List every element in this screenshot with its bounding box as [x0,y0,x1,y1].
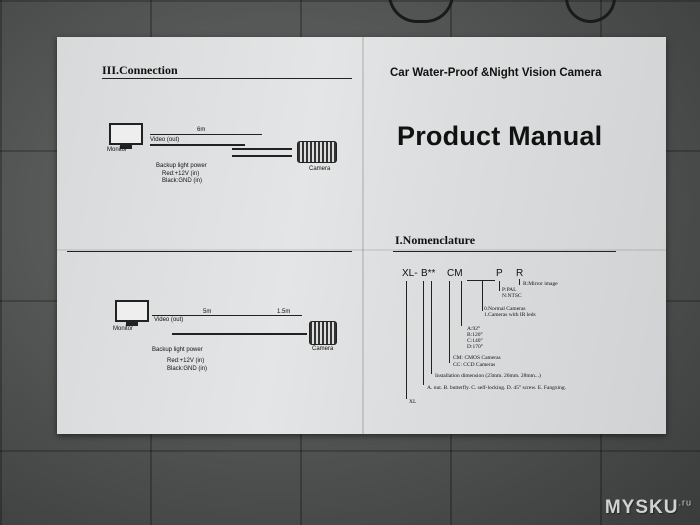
tree-line [431,281,432,374]
backup-power-label: Backup light power [152,347,203,353]
product-subtitle: Car Water-Proof &Night Vision Camera [390,67,602,79]
length-marker [150,134,262,135]
cable-length-label: 1.5m [277,309,291,315]
video-out-label: Video (out) [150,137,180,143]
length-marker [152,315,302,316]
tree-line [499,281,500,291]
tree-line [461,281,462,326]
ir-entry: 1.Cameras with IR leds [484,312,536,318]
video-out-label: Video (out) [154,317,184,323]
cable-length-label: 5m [203,309,212,315]
tree-line [449,281,450,363]
monitor-icon [115,300,149,326]
angle-c-entry: C:140° [467,338,483,344]
code-mount: B** [421,268,436,279]
cable-length-label: 6m [197,127,206,133]
angle-a-entry: A:92° [467,326,481,332]
normal-entry: 0.Normal Cameras [484,306,526,312]
mirror-entry: R:Mirror image [523,281,558,287]
tree-line [423,281,424,385]
manual-sheet: III.Connection Monitor Video (out) 6m Ca… [57,37,666,434]
ntsc-entry: N:NTSC [502,293,522,299]
camera-label: Camera [309,166,331,172]
power-cable [232,155,292,157]
nomenclature-section-title: I.Nomenclature [395,233,476,247]
installation-entry: Installation dimension (23mm. 26mm. 28mm… [435,373,541,379]
pal-entry: P:PAL [502,287,517,293]
angle-d-entry: D:170° [467,344,483,350]
code-prefix: XL- [402,268,418,279]
cmos-entry: CM: CMOS Cameras [453,355,501,361]
code-system: P [496,268,503,279]
power-cable [232,148,292,150]
red-wire-label: Red:+12V (in) [167,358,205,364]
camera-icon [309,321,337,345]
video-cable [172,333,307,335]
tree-line [519,279,520,285]
ccd-entry: CC: CCD Cameras [453,362,496,368]
angle-b-entry: B:120° [467,332,483,338]
fold-line-vertical [362,37,364,434]
connection-section-title: III.Connection [102,63,178,77]
xl-entry: XL [409,399,417,405]
camera-label: Camera [312,346,334,352]
product-title: Product Manual [397,121,603,151]
fold-line-horizontal [57,249,666,251]
tree-line [482,281,483,311]
mount-types-entry: A. nut. B. butterfly. C. self-locking. D… [427,385,566,391]
backup-power-label: Backup light power [156,163,207,169]
section-rule [67,251,352,252]
tree-line [406,281,407,399]
camera-icon [297,141,337,163]
site-watermark: MYSKU.ru [605,497,692,519]
black-wire-label: Black:GND (in) [167,366,208,372]
code-mirror: R [516,268,524,279]
monitor-label: Monitor [107,147,128,153]
monitor-icon [109,123,143,149]
video-cable [150,144,245,146]
section-rule [393,251,616,252]
watermark-brand: MYSKU [604,497,679,518]
red-wire-label: Red:+12V (in) [162,171,200,177]
section-rule [102,78,352,79]
code-underline [467,280,495,281]
black-wire-label: Black:GND (in) [162,178,203,184]
monitor-label: Monitor [113,326,134,332]
watermark-tld: .ru [678,497,692,508]
code-sensor: CM [447,268,463,279]
